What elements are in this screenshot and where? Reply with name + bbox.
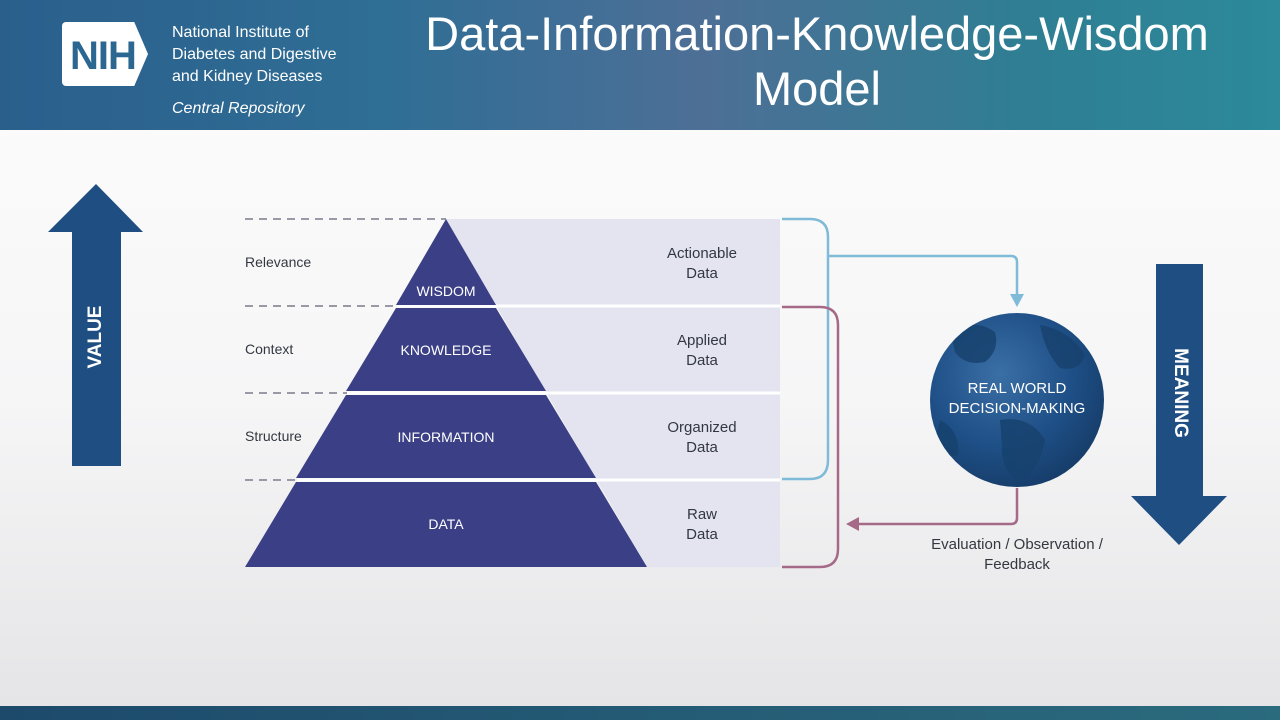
maroon-connector (858, 488, 1019, 526)
right-label-raw-2: Data (686, 526, 718, 543)
slide-title: Data-Information-Knowledge-Wisdom Model (362, 6, 1272, 116)
right-label-organized-1: Organized (667, 419, 736, 436)
right-label-applied-2: Data (686, 352, 718, 369)
pyramid-tier-knowledge (346, 308, 546, 391)
globe-label-line-2: DECISION-MAKING (949, 400, 1086, 417)
value-arrow (48, 184, 143, 466)
meaning-label: MEANING (1170, 348, 1191, 438)
blue-arrowhead (1010, 294, 1024, 307)
slide-title-line-1: Data-Information-Knowledge-Wisdom (425, 7, 1209, 60)
right-label-actionable-2: Data (686, 265, 718, 282)
left-label-structure: Structure (245, 428, 302, 444)
nih-logo (62, 22, 148, 86)
nih-logo-text: NIH (70, 34, 137, 78)
institute-name-line-3: and Kidney Diseases (172, 68, 323, 85)
tier-label-information: INFORMATION (398, 429, 495, 445)
right-label-actionable-1: Actionable (667, 245, 737, 262)
feedback-label-line-1: Evaluation / Observation / (931, 536, 1104, 553)
left-label-context: Context (245, 341, 293, 357)
tier-label-knowledge: KNOWLEDGE (400, 342, 491, 358)
repository-name: Central Repository (172, 100, 305, 117)
maroon-arrowhead (846, 517, 859, 531)
tier-label-wisdom: WISDOM (416, 283, 475, 299)
right-label-organized-2: Data (686, 439, 718, 456)
meaning-arrow (1131, 264, 1227, 545)
blue-connector (828, 254, 1019, 296)
feedback-label-line-2: Feedback (984, 556, 1050, 573)
header-banner: NIH National Institute of Diabetes and D… (0, 0, 1280, 130)
value-label: VALUE (85, 306, 106, 369)
right-label-raw-1: Raw (687, 506, 717, 523)
right-label-applied-1: Applied (677, 332, 727, 349)
footer-bar (0, 706, 1280, 720)
left-label-relevance: Relevance (245, 254, 311, 270)
blue-bracket (782, 217, 830, 481)
pyramid-tier-wisdom (396, 219, 496, 305)
institute-name-line-2: Diabetes and Digestive (172, 46, 337, 63)
maroon-bracket (782, 305, 840, 569)
tier-label-data: DATA (428, 516, 464, 532)
globe-icon: REAL WORLD DECISION-MAKING (930, 313, 1104, 487)
slide-title-line-2: Model (752, 62, 881, 115)
pyramid-tier-information (296, 395, 596, 478)
institute-name-line-1: National Institute of (172, 24, 309, 41)
globe-label-line-1: REAL WORLD (968, 380, 1067, 397)
pyramid-tier-data (245, 482, 647, 567)
